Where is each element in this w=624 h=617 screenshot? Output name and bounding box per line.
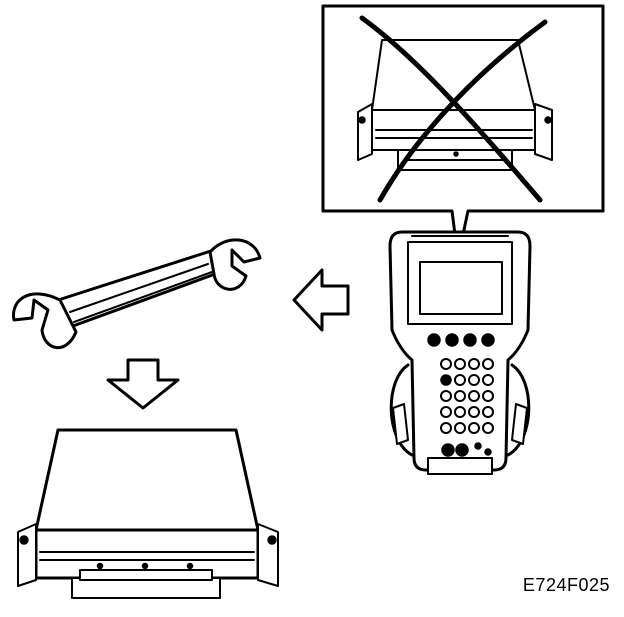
handheld-scan-tool-icon (388, 230, 532, 475)
scan-tool-keypad (440, 358, 494, 457)
ecu-module-icon (17, 428, 279, 599)
arrow-left-icon (292, 268, 350, 332)
open-end-wrench-icon (12, 238, 262, 350)
crossed-out-ecu-module-icon (321, 4, 605, 260)
arrow-down-icon (106, 358, 180, 410)
figure-code-label: E724F025 (522, 575, 610, 595)
